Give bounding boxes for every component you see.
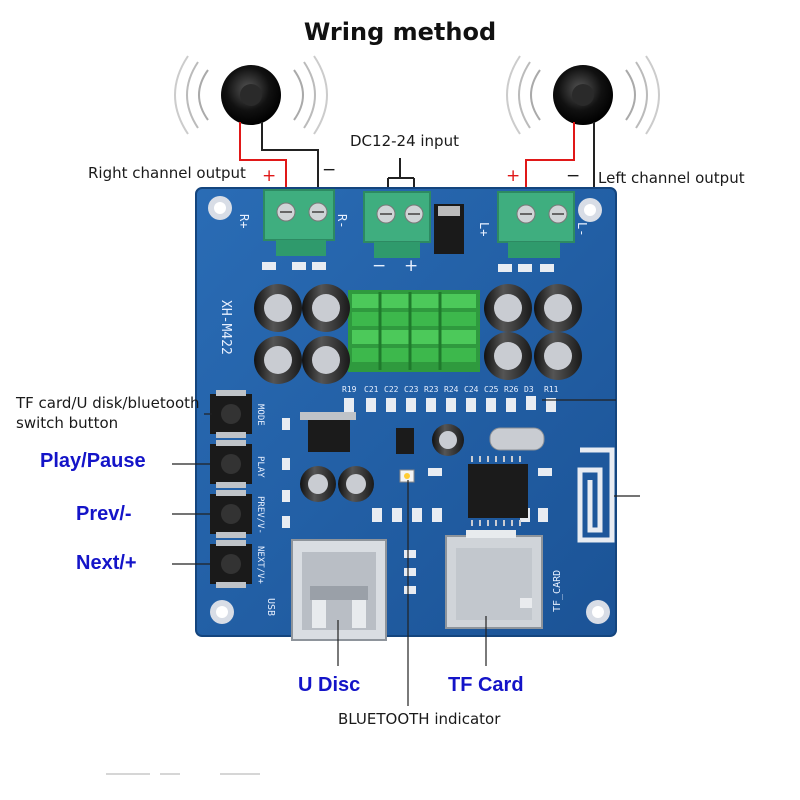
component-ref-label: R11 [544, 385, 559, 394]
tf-card-silk-label: TF_CARD [552, 570, 563, 612]
component-ref-label: R23 [424, 385, 439, 394]
terminal-left-plus: L+ [477, 222, 491, 236]
mounting-hole-icon [208, 196, 610, 624]
right-minus-sign: − [322, 160, 337, 180]
component-ref-label: R19 [342, 385, 357, 394]
btn-mode-label: MODE [255, 404, 265, 426]
next-label: Next/+ [76, 552, 137, 574]
electrolytic-capacitors [254, 284, 582, 502]
dc-plus-sign: + [404, 256, 419, 276]
tf-switch-label-line2: switch button [16, 414, 119, 432]
left-channel-label: Left channel output [598, 169, 745, 187]
regulator-chip [300, 412, 414, 454]
bluetooth-led-icon [399, 469, 415, 483]
u-disc-label: U Disc [298, 674, 361, 696]
dc-terminal-block [363, 191, 464, 258]
component-ref-label: R26 [504, 385, 519, 394]
main-ic-chip [468, 456, 528, 526]
component-ref-label: C21 [364, 385, 379, 394]
pcb [195, 187, 617, 641]
prev-label: Prev/- [76, 503, 132, 525]
left-minus-sign: − [566, 166, 581, 186]
component-ref-label: R24 [444, 385, 459, 394]
page-title: Wring method [303, 18, 497, 46]
component-ref-label: D3 [524, 385, 534, 394]
terminal-right-plus: R+ [237, 214, 251, 228]
callout-lines [172, 399, 640, 706]
component-ref-label: C25 [484, 385, 499, 394]
board-model-label: XH-M422 [218, 300, 233, 355]
terminal-right-minus: R- [335, 214, 349, 228]
bluetooth-antenna [577, 447, 615, 543]
heatsink [348, 290, 480, 372]
left-terminal-block [497, 191, 575, 258]
pcb-tactile-buttons [210, 390, 252, 588]
btn-prev-label: PREV/V- [255, 496, 265, 534]
usb-port-icon [291, 539, 387, 641]
terminal-left-minus: L- [575, 222, 589, 236]
usb-label: USB [265, 598, 276, 616]
left-speaker-icon [506, 55, 660, 135]
btn-next-label: NEXT/V+ [255, 546, 265, 585]
tf-card-label: TF Card [448, 674, 524, 696]
dc-input-label: DC12-24 input [350, 132, 459, 150]
right-speaker-icon [174, 55, 328, 135]
right-channel-label: Right channel output [88, 164, 246, 182]
right-terminal-block [263, 189, 335, 256]
crystal-oscillator [489, 427, 545, 451]
smd-components [262, 262, 556, 594]
component-ref-label: C22 [384, 385, 399, 394]
tf-switch-label-line1: TF card/U disk/bluetooth [16, 394, 200, 412]
btn-play-label: PLAY [255, 456, 265, 478]
right-speaker-wires [239, 122, 319, 208]
dc-minus-sign: − [372, 256, 387, 276]
left-plus-sign: + [506, 166, 521, 186]
play-pause-label: Play/Pause [40, 450, 146, 472]
right-plus-sign: + [262, 166, 277, 186]
component-refs-top: R19 C21 C22 C23 R23 R24 C24 C25 R26 D3 R11 [342, 385, 559, 394]
tf-card-slot-icon [445, 530, 543, 629]
component-ref-label: C23 [404, 385, 419, 394]
component-ref-label: C24 [464, 385, 479, 394]
bluetooth-indicator-label: BLUETOOTH indicator [338, 710, 501, 728]
